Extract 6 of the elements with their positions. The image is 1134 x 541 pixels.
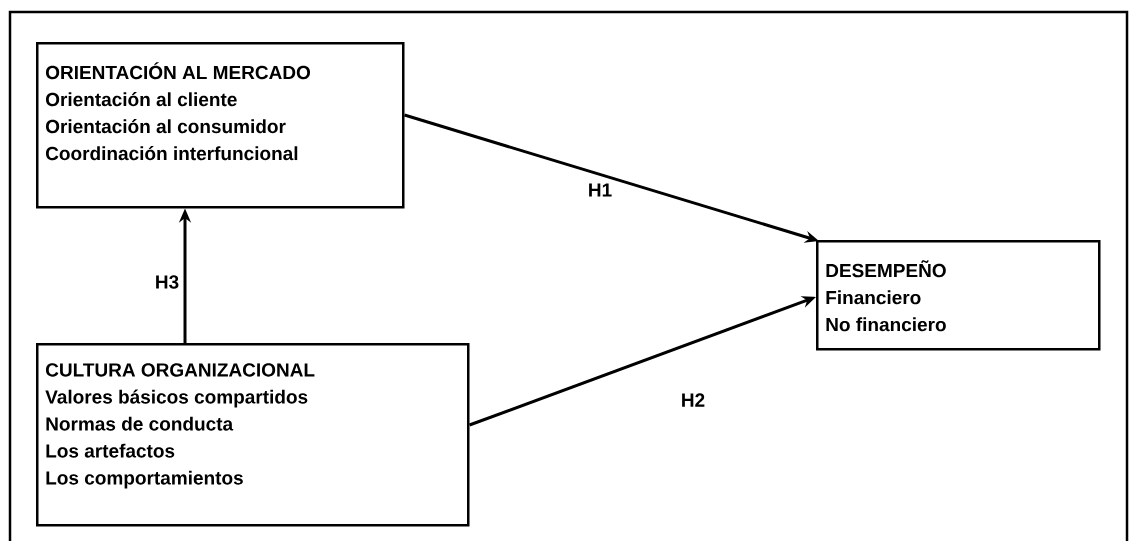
concept-box: ORIENTACIÓN AL MERCADO Orientación al cliente Orientación al consumidor Coordinación interfuncional — [36, 42, 405, 209]
edge-label: H2 — [679, 392, 707, 408]
concept-box: DESEMPEÑO Financiero No financiero — [816, 240, 1101, 351]
edge-label: H3 — [153, 274, 181, 290]
edge-label: H1 — [586, 182, 614, 198]
concept-box: CULTURA ORGANIZACIONAL Valores básicos compartidos Normas de conducta Los artefactos Los comportamientos — [36, 343, 470, 527]
